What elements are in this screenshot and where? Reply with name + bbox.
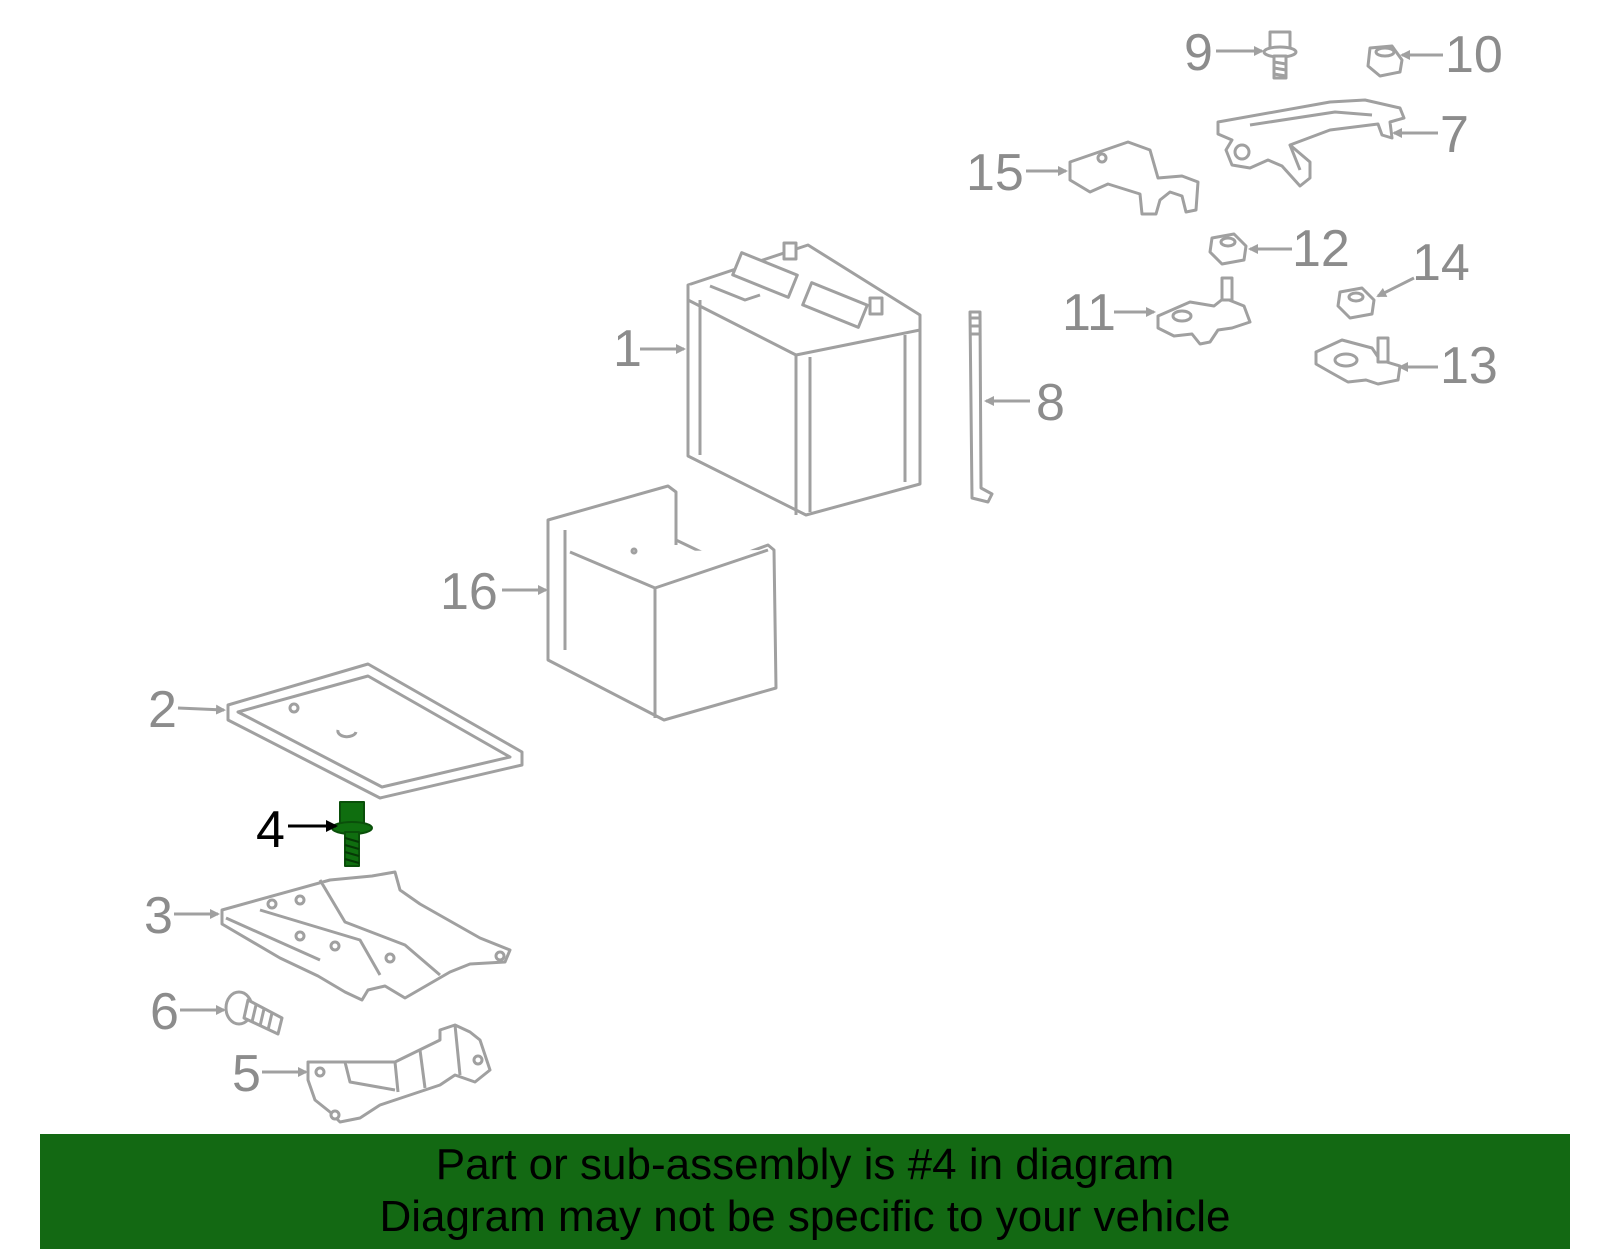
bolt-part-6 (224, 990, 284, 1036)
callout-3: 3 (144, 887, 173, 945)
hold-down-rod-part (968, 310, 994, 504)
callout-4: 4 (256, 801, 285, 859)
callout-5: 5 (232, 1045, 261, 1103)
callout-1: 1 (613, 320, 642, 378)
nut-part-12 (1208, 232, 1248, 266)
battery-carrier-part (220, 870, 512, 1002)
battery-tray-part (226, 662, 524, 800)
callout-10: 10 (1445, 26, 1503, 84)
hold-down-clamp-part (1216, 98, 1406, 188)
brace-part (306, 1023, 492, 1124)
callout-12: 12 (1292, 220, 1350, 278)
footer-banner: Part or sub-assembly is #4 in diagram Di… (40, 1134, 1570, 1249)
callout-15: 15 (966, 144, 1024, 202)
bolt-part-highlighted (331, 801, 373, 867)
callout-13: 13 (1440, 337, 1498, 395)
callout-2: 2 (148, 681, 177, 739)
callout-9: 9 (1184, 24, 1213, 82)
callout-11: 11 (1062, 284, 1116, 342)
nut-part-14 (1336, 286, 1376, 320)
callout-2-arrow (177, 704, 226, 715)
callout-8: 8 (1036, 374, 1065, 432)
terminal-cover-part (1068, 140, 1200, 216)
callout-16: 16 (440, 563, 498, 621)
callout-6: 6 (150, 983, 179, 1041)
bolt-part-9 (1262, 30, 1298, 80)
nut-part-10 (1366, 44, 1404, 78)
battery-case-part (546, 484, 778, 722)
terminal-part-13 (1314, 336, 1402, 386)
terminal-part-11 (1156, 276, 1252, 346)
footer-disclaimer: Diagram may not be specific to your vehi… (379, 1192, 1231, 1241)
callout-14: 14 (1412, 234, 1470, 292)
footer-banner-bg (40, 1134, 1570, 1249)
callout-14-arrow (1376, 276, 1415, 298)
battery-part (686, 241, 922, 517)
footer-part-note: Part or sub-assembly is #4 in diagram (435, 1140, 1175, 1189)
callout-7: 7 (1440, 106, 1469, 164)
